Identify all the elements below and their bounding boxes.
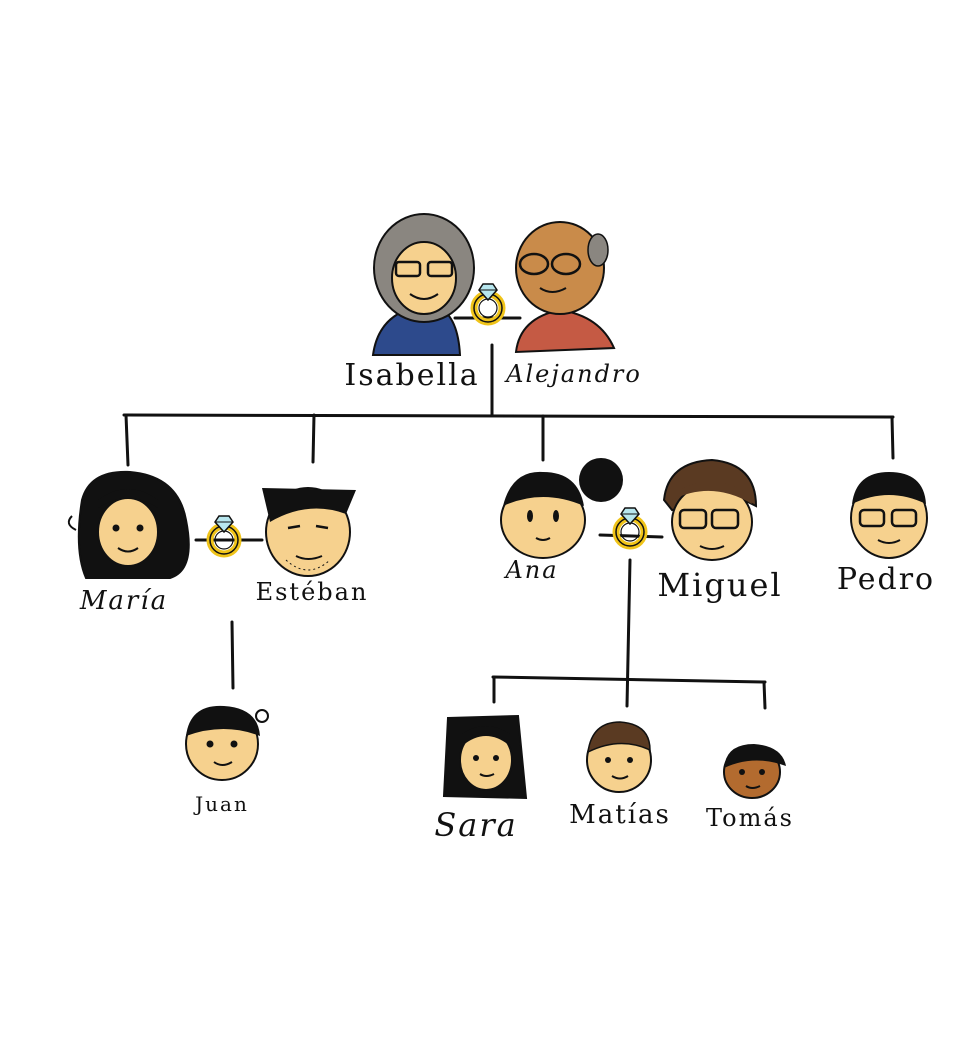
wedding-ring-icon — [616, 508, 644, 546]
alejandro-name-label: Alejandro — [506, 360, 642, 388]
grandchildren-bar — [491, 675, 767, 684]
tomas-name-label: Tomás — [706, 804, 794, 832]
ana-miguel-marriage-line — [598, 533, 664, 539]
miguel-portrait — [662, 458, 758, 561]
tomas-portrait — [723, 744, 786, 799]
juan-name-label: Juan — [195, 792, 249, 816]
maria-portrait — [67, 470, 190, 579]
juan-drop-line — [230, 620, 235, 690]
connector-lines — [122, 316, 895, 710]
isabella-name-label: Isabella — [344, 358, 480, 393]
pedro-portrait — [850, 472, 928, 559]
esteban-portrait — [262, 487, 356, 577]
juan-portrait — [185, 705, 269, 781]
alejandro-portrait — [514, 221, 616, 354]
wedding-ring-icon — [210, 516, 238, 554]
miguel-name-label: Miguel — [657, 566, 783, 604]
pedro-name-label: Pedro — [836, 562, 936, 597]
drop-line-pedro — [890, 415, 895, 460]
sara-name-label: Sara — [434, 806, 518, 844]
children-bar — [122, 413, 895, 419]
drop-line-maria — [124, 413, 130, 467]
isabella-portrait — [371, 213, 475, 356]
drop-line-tomas — [762, 680, 767, 710]
esteban-name-label: Estéban — [255, 578, 369, 606]
drop-line-esteban — [311, 413, 316, 464]
ana-portrait — [500, 458, 623, 559]
matias-name-label: Matías — [569, 800, 671, 830]
maria-name-label: María — [79, 586, 169, 616]
ana-name-label: Ana — [505, 556, 559, 584]
wedding-ring-icon — [474, 284, 502, 322]
matias-portrait — [586, 721, 652, 793]
sara-portrait — [442, 714, 528, 800]
ana-miguel-drop-line — [625, 558, 632, 708]
